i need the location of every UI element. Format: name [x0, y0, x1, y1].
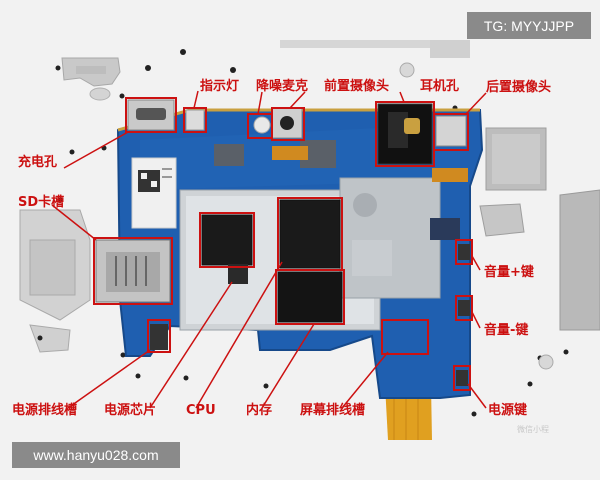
label-power-key: 电源键 [488, 403, 528, 418]
label-screen-flex-slot: 屏幕排线槽 [300, 403, 366, 418]
label-noise-mic: 降噪麦克 [256, 79, 309, 94]
label-charging-port: 充电孔 [18, 155, 58, 170]
bracket-top-left [61, 57, 121, 101]
label-volume-down: 音量-键 [484, 323, 529, 338]
label-indicator: 指示灯 [200, 79, 240, 94]
watermark-top: TG: MYYJJPP [467, 12, 591, 39]
label-front-camera: 前置摄像头 [324, 79, 390, 94]
label-sd-slot: SD卡槽 [18, 195, 65, 210]
label-volume-up: 音量+键 [484, 265, 534, 280]
label-power-flex-slot: 电源排线槽 [12, 403, 78, 418]
label-power-chip: 电源芯片 [104, 403, 157, 418]
label-earphone-jack: 耳机孔 [420, 79, 460, 94]
left-shield [19, 209, 91, 353]
right-shields [479, 127, 600, 331]
label-rear-camera: 后置摄像头 [486, 80, 552, 95]
label-memory: 内存 [246, 403, 273, 418]
faint-credit: 微信小程 [517, 425, 549, 434]
watermark-bottom: www.hanyu028.com [12, 442, 180, 468]
label-cpu: CPU [186, 403, 216, 418]
